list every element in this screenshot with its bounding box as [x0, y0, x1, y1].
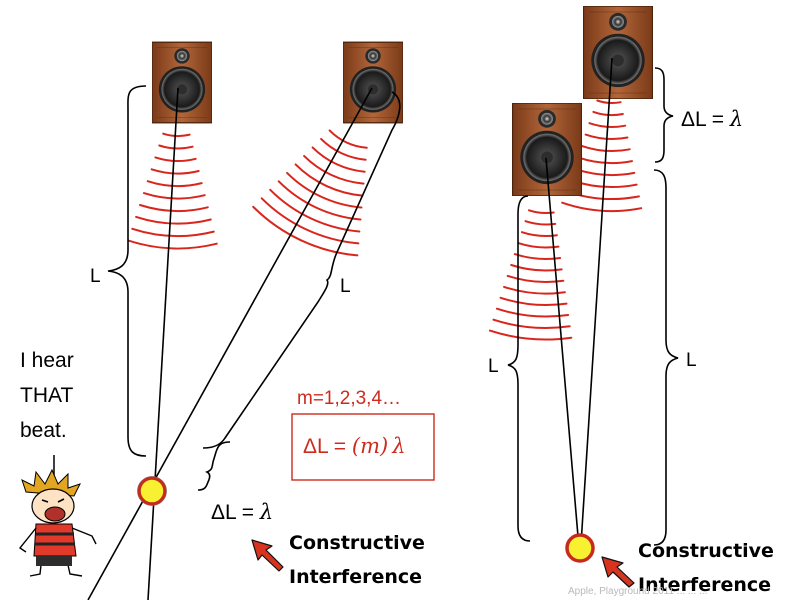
lambda-symbol-left: λ [259, 500, 273, 524]
wave-arc [269, 188, 361, 233]
lambda-symbol-right: λ [729, 107, 743, 131]
wave-arc [561, 201, 643, 213]
red-arrow-left-icon [251, 539, 284, 572]
speaker-4-icon [512, 103, 582, 196]
wave-arc [286, 171, 363, 209]
wave-arc [154, 156, 197, 162]
path-line-speaker-1 [147, 87, 179, 600]
label-L-middle: L [340, 276, 351, 297]
wave-arc [503, 285, 566, 295]
brace-delta-right [654, 67, 674, 163]
wave-arc [320, 137, 367, 161]
delta-L-lambda-left: ΔL = λ [211, 500, 273, 524]
constructive-right-line2: Interference [638, 574, 771, 596]
wave-arc [513, 253, 562, 260]
label-L-left: L [90, 266, 101, 287]
wave-arc [158, 144, 194, 150]
wave-arc [146, 180, 203, 188]
constructive-right-line1: Constructive [638, 540, 774, 562]
speaker-2-icon [343, 41, 403, 124]
wave-arc [131, 227, 215, 238]
brace-L-right-outer [507, 195, 531, 542]
wave-arc [524, 220, 557, 226]
path-line-speaker-2 [87, 87, 373, 600]
wave-arc [492, 318, 571, 329]
wave-arc [277, 180, 362, 221]
wave-arc [311, 146, 366, 173]
wave-arc [517, 242, 560, 249]
m-values-label: m=1,2,3,4… [297, 388, 401, 409]
wave-arc [252, 205, 359, 257]
speech-line-3: beat. [20, 419, 67, 442]
equation-box [291, 413, 435, 481]
brace-L-left [107, 85, 147, 457]
wave-arc [496, 307, 570, 318]
wave-arc [294, 163, 364, 197]
wave-arc [520, 231, 558, 237]
wave-arc [150, 168, 200, 175]
wave-arc [328, 129, 368, 149]
wave-arc [506, 274, 565, 283]
brace-delta-left [197, 441, 231, 491]
speech-line-2: THAT [20, 384, 73, 407]
sound-waves-speaker-1 [127, 132, 218, 250]
speech-line-1: I hear [20, 349, 74, 372]
wave-arc [510, 264, 563, 272]
wave-arc [528, 209, 555, 214]
red-arrow-right-icon [601, 556, 635, 588]
label-L-right-inner: L [686, 350, 697, 371]
delta-L-prefix-right: ΔL = [681, 108, 730, 131]
wave-arc [303, 154, 365, 185]
wave-arc [260, 197, 360, 245]
label-L-right-outer: L [488, 356, 499, 377]
listener-point-left-icon [137, 476, 167, 506]
delta-L-m-lambda: ΔL = (m)λ [303, 434, 406, 458]
speaker-3-icon [583, 6, 653, 99]
wave-arc [127, 239, 218, 250]
constructive-left-line2: Interference [289, 566, 422, 588]
listener-point-right-icon [565, 533, 595, 563]
m-symbol: (m) [352, 434, 388, 458]
speaker-1-icon [152, 41, 212, 124]
wave-arc [142, 192, 206, 200]
path-line-speaker-4 [545, 157, 581, 561]
cartoon-kid-icon [18, 455, 97, 577]
path-line-speaker-3 [579, 57, 613, 561]
delta-L-lambda-right: ΔL = λ [681, 107, 743, 131]
delta-L-m-prefix: ΔL = [303, 435, 352, 458]
wave-arc [139, 204, 209, 212]
brace-L-middle [202, 91, 401, 449]
delta-L-prefix-left: ΔL = [211, 501, 260, 524]
sound-waves-speaker-2 [252, 129, 368, 257]
constructive-left-line1: Constructive [289, 532, 425, 554]
wave-arc [135, 215, 212, 225]
wave-arc [162, 132, 191, 138]
wave-arc [499, 296, 568, 307]
brace-L-right-inner [653, 169, 679, 546]
image-credit: Apple, Playground 2011 ... ... ... [568, 586, 707, 597]
lambda-symbol-m: λ [391, 434, 405, 458]
wave-arc [488, 329, 573, 341]
